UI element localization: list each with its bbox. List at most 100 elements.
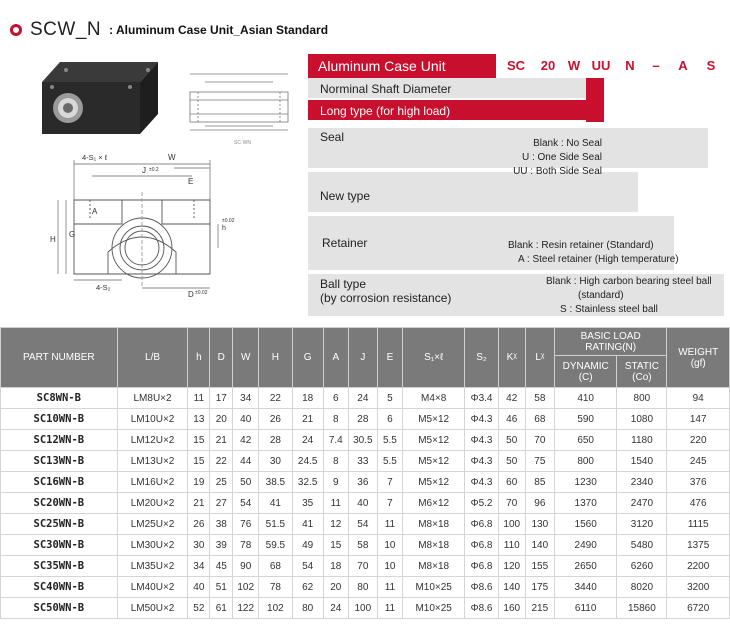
side-view	[189, 73, 289, 131]
table-cell: 15	[187, 429, 211, 451]
product-photo	[42, 62, 158, 134]
table-cell: LM30U×2	[116, 534, 189, 556]
table-cell: 58	[347, 534, 378, 556]
table-cell: 7	[376, 471, 403, 493]
table-cell: LM25U×2	[116, 513, 189, 535]
page-title: SCW_N : Aluminum Case Unit_Asian Standar…	[10, 18, 328, 42]
table-cell: 2200	[666, 555, 730, 577]
side-view-caption: SC·WN	[234, 140, 251, 146]
table-cell: 41	[258, 492, 293, 514]
table-cell: 54	[347, 513, 378, 535]
table-cell: 26	[258, 408, 293, 430]
table-cell: 21	[291, 408, 324, 430]
table-cell: 40	[232, 408, 260, 430]
table-cell: 18	[291, 387, 324, 409]
table-cell: 50	[232, 471, 260, 493]
table-cell: Φ6.8	[464, 513, 499, 535]
seal-options: Blank : No Seal U : One Side Seal UU : B…	[513, 138, 602, 177]
table-cell: Φ6.8	[464, 555, 499, 577]
header-j: J	[347, 327, 378, 388]
table-cell: 110	[497, 534, 526, 556]
table-cell: 10	[376, 555, 403, 577]
table-cell: SC30WN-B	[0, 534, 118, 556]
table-cell: M8×18	[401, 555, 466, 577]
header-basic-load: BASIC LOAD RATING(N)	[553, 327, 668, 356]
table-cell: SC16WN-B	[0, 471, 118, 493]
table-cell: 6	[376, 408, 403, 430]
header-w: W	[232, 327, 260, 388]
table-cell: 1115	[666, 513, 730, 535]
table-cell: 68	[258, 555, 293, 577]
table-cell: LM13U×2	[116, 450, 189, 472]
header-dynamic: DYNAMIC (C)	[553, 355, 618, 388]
table-cell: 58	[524, 387, 555, 409]
table-cell: 39	[209, 534, 234, 556]
table-cell: 8	[322, 450, 349, 472]
header-weight: WEIGHT (gf)	[666, 327, 730, 388]
table-cell: 9	[322, 471, 349, 493]
table-cell: LM8U×2	[116, 387, 189, 409]
label-e: E	[188, 177, 193, 186]
table-cell: 61	[209, 597, 234, 619]
label-ball-type-2: (by corrosion resistance)	[320, 291, 452, 305]
table-cell: 22	[209, 450, 234, 472]
table-cell: M8×18	[401, 513, 466, 535]
table-cell: 650	[553, 429, 618, 451]
code-char-n: N	[625, 58, 635, 73]
table-cell: 45	[209, 555, 234, 577]
table-cell: SC20WN-B	[0, 492, 118, 514]
table-cell: 1180	[616, 429, 668, 451]
table-cell: 90	[232, 555, 260, 577]
code-char-sc: SC	[496, 54, 536, 78]
table-cell: 49	[291, 534, 324, 556]
table-cell: 35	[291, 492, 324, 514]
drawing-svg: SC·WN 4-S₁ × ℓ W J ±0.2 E A	[42, 62, 289, 299]
header-a: A	[322, 327, 349, 388]
table-cell: 6720	[666, 597, 730, 619]
header-s1: S₁×ℓ	[401, 327, 466, 388]
table-cell: 38	[209, 513, 234, 535]
table-cell: 52	[187, 597, 211, 619]
table-cell: 20	[322, 576, 349, 598]
ball-options: Blank : High carbon bearing steel ball (…	[546, 276, 712, 315]
table-cell: 28	[347, 408, 378, 430]
code-breakdown: Aluminum Case Unit SC 20 W UU N – A S No…	[308, 54, 724, 316]
header-h: H	[258, 327, 293, 388]
table-cell: 78	[258, 576, 293, 598]
table-cell: 410	[553, 387, 618, 409]
table-cell: 78	[232, 534, 260, 556]
title-code: SCW_N	[30, 19, 102, 40]
code-char-uu: UU	[591, 58, 611, 73]
table-cell: LM10U×2	[116, 408, 189, 430]
table-cell: 80	[347, 576, 378, 598]
table-cell: 11	[376, 513, 403, 535]
table-cell: 800	[616, 387, 668, 409]
table-cell: 590	[553, 408, 618, 430]
front-view	[57, 160, 219, 289]
table-cell: SC8WN-B	[0, 387, 118, 409]
table-cell: LM50U×2	[116, 597, 189, 619]
table-cell: 59.5	[258, 534, 293, 556]
table-cell: 21	[187, 492, 211, 514]
table-cell: 3120	[616, 513, 668, 535]
table-cell: 50	[497, 450, 526, 472]
label-d-tol: ±0.02	[195, 290, 208, 296]
table-cell: 155	[524, 555, 555, 577]
table-cell: M8×18	[401, 534, 466, 556]
table-cell: Φ4.3	[464, 471, 499, 493]
label-h-small: h	[222, 225, 226, 232]
table-cell: 7.4	[322, 429, 349, 451]
table-cell: 36	[347, 471, 378, 493]
label-new-type: New type	[320, 189, 371, 203]
table-cell: SC13WN-B	[0, 450, 118, 472]
label-ball-type: Ball type	[320, 277, 367, 291]
table-cell: 13	[187, 408, 211, 430]
code-head: Aluminum Case Unit	[308, 54, 496, 78]
table-cell: 80	[291, 597, 324, 619]
